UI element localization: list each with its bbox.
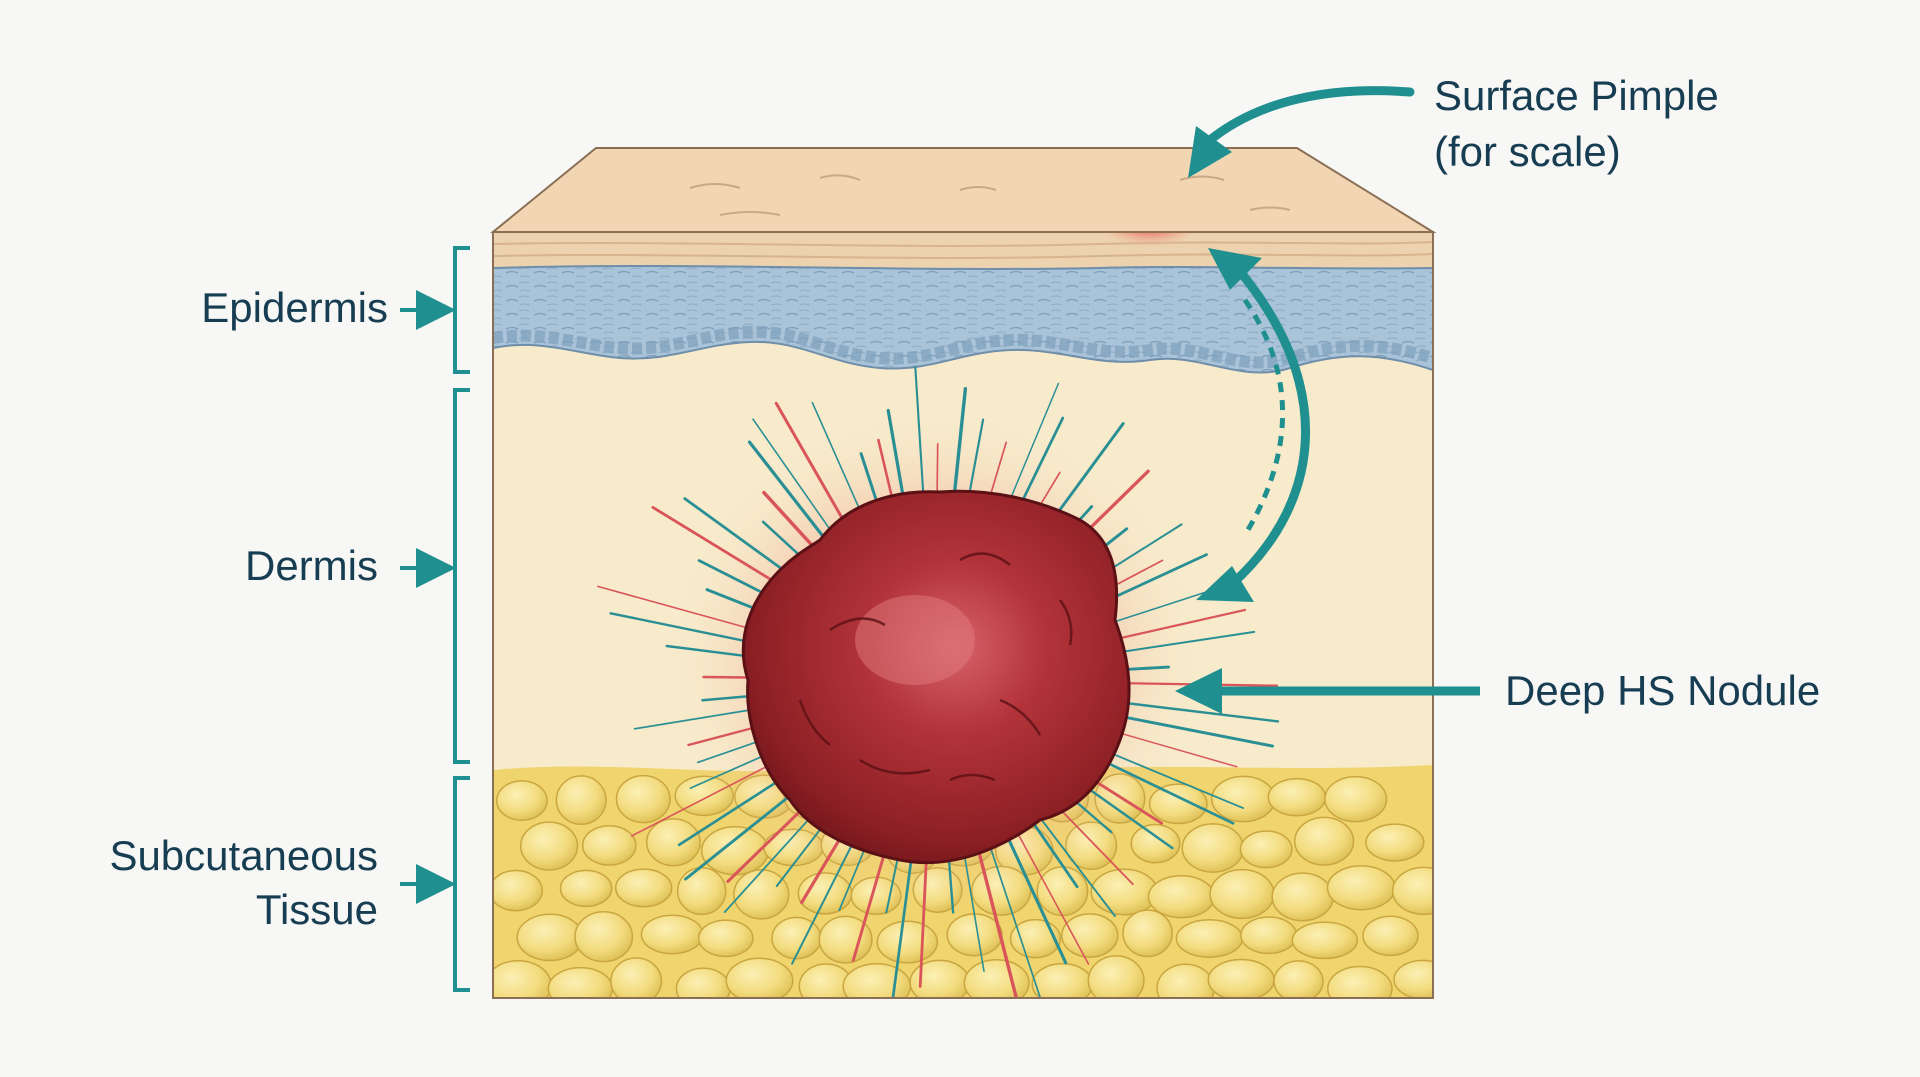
surface-pimple-label-line1: Surface Pimple — [1434, 72, 1719, 119]
fat-cell — [1273, 960, 1324, 998]
dermis-label: Dermis — [245, 542, 378, 589]
fat-cell — [675, 967, 731, 998]
fat-cell — [1391, 866, 1433, 916]
inflammation-spike — [1036, 812, 1116, 917]
inflammation-spike — [723, 803, 823, 913]
surface-pimple — [1104, 232, 1196, 247]
subcutaneous-label-line1: Subcutaneous — [109, 832, 378, 879]
fat-cell — [1209, 868, 1275, 920]
fat-cell — [1061, 913, 1119, 958]
fat-cell — [547, 966, 614, 998]
fat-cell — [1267, 777, 1327, 817]
fat-cell — [516, 913, 584, 962]
inflammation-spike — [1008, 816, 1090, 965]
fat-cell — [1326, 865, 1396, 911]
fat-cell — [676, 867, 727, 916]
fat-cell — [1271, 872, 1334, 922]
inflammation-spikes — [596, 365, 1280, 998]
fat-cell — [963, 958, 1030, 998]
fat-cell — [559, 869, 613, 908]
epidermis-bracket — [453, 246, 470, 374]
fat-cell — [771, 916, 822, 960]
fat-cell — [1122, 909, 1173, 958]
fat-cell — [640, 914, 704, 955]
fat-cell — [1324, 775, 1388, 823]
epidermis-layer — [493, 265, 1433, 374]
fat-cell — [493, 959, 552, 998]
subcutaneous-bracket — [453, 776, 470, 992]
skin-front-face — [493, 232, 1433, 998]
fat-cell — [876, 920, 939, 964]
fat-cell — [495, 780, 548, 822]
inflammation-spike — [1028, 816, 1079, 889]
surface-pimple-arrow — [1205, 86, 1415, 145]
fat-cell — [574, 911, 634, 963]
fat-cell — [1327, 965, 1393, 998]
fat-cell — [1130, 823, 1181, 864]
fat-cell — [725, 957, 794, 998]
inflammation-spike — [774, 401, 855, 538]
dermis-bracket — [453, 388, 470, 764]
inflammation-spike — [851, 835, 891, 962]
fat-cell — [1147, 875, 1216, 919]
fat-cell — [697, 919, 754, 958]
fat-cell — [1365, 823, 1425, 862]
fat-cell — [1240, 916, 1298, 955]
inflammation-spike — [1004, 831, 1068, 965]
fat-cell — [1087, 955, 1145, 998]
inflammation-spike — [918, 838, 929, 988]
deep-nodule-label: Deep HS Nodule — [1505, 667, 1820, 714]
fat-cell — [614, 868, 673, 908]
depth-comparison-dashed-line — [1242, 298, 1286, 537]
fat-cell — [1207, 958, 1275, 998]
inflammation-spike — [630, 754, 790, 837]
fat-cell — [1181, 823, 1245, 873]
fat-cell — [610, 957, 663, 998]
depth-comparison-arrow — [1228, 259, 1311, 588]
fat-cell — [493, 869, 543, 912]
fat-cell — [818, 915, 873, 964]
fat-cell — [1175, 919, 1244, 958]
inflammation-spike — [960, 836, 985, 973]
fat-cell — [1239, 830, 1293, 869]
inflammation-spike — [975, 841, 1019, 998]
fat-cell — [1156, 963, 1215, 998]
fat-cell — [645, 818, 701, 867]
fat-cell — [615, 774, 671, 824]
subcutaneous-label-line2: Tissue — [256, 886, 378, 933]
fat-cell — [1393, 959, 1433, 998]
fat-cell — [555, 775, 607, 826]
surface-pimple-label-line2: (for scale) — [1434, 128, 1621, 175]
fat-cell — [733, 869, 790, 920]
fat-cell — [519, 821, 579, 871]
skin-block-outline — [492, 231, 1434, 999]
stratum-corneum-band — [493, 232, 1433, 269]
fat-cell — [842, 963, 912, 998]
epidermis-label: Epidermis — [201, 284, 388, 331]
fat-cell — [581, 824, 637, 866]
fat-cell — [1362, 915, 1419, 957]
fat-cell — [1293, 816, 1355, 866]
fat-cell — [1291, 921, 1359, 960]
inflammation-spike — [987, 839, 1042, 998]
